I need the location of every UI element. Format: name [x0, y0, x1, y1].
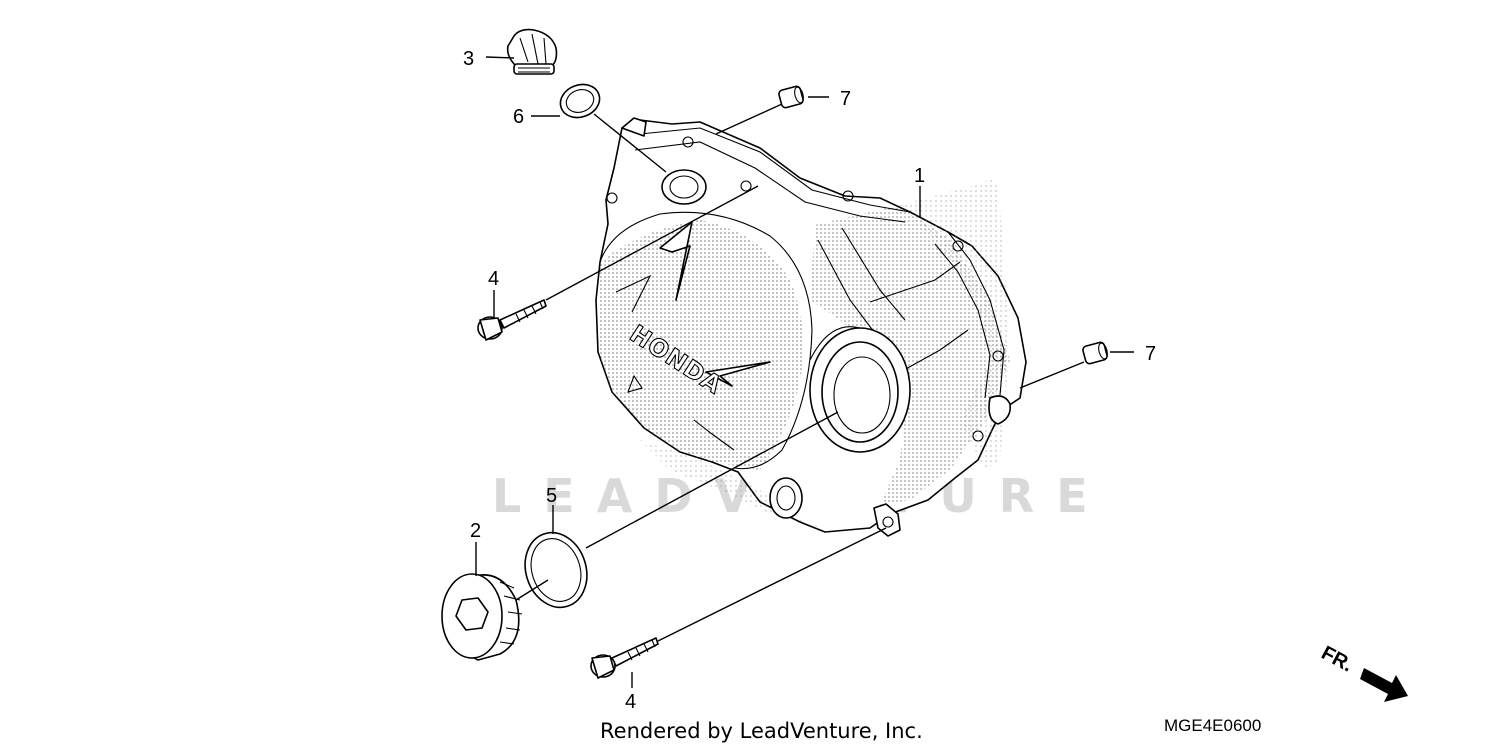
o-ring-large [524, 531, 588, 609]
callout-5: 5 [546, 485, 557, 507]
callout-1: 1 [914, 165, 925, 187]
front-label: FR. [1318, 642, 1357, 677]
callout-4-top: 4 [488, 268, 499, 290]
oil-filler-cap [506, 28, 558, 75]
flange-bolt-bottom [590, 637, 659, 679]
o-ring-small [559, 83, 601, 119]
callout-7-right: 7 [1145, 343, 1156, 365]
footer-credit: Rendered by LeadVenture, Inc. [600, 719, 923, 743]
crankcase-cover: HONDA [595, 117, 1027, 537]
flange-bolt-top [477, 299, 547, 341]
callout-2: 2 [470, 520, 481, 542]
callout-7-top: 7 [840, 88, 851, 110]
front-arrow-icon [1360, 668, 1408, 702]
callout-3: 3 [463, 48, 474, 70]
callout-4-bottom: 4 [625, 691, 636, 713]
diagram-code: MGE4E0600 [1164, 716, 1261, 735]
callout-6: 6 [513, 106, 524, 128]
crankshaft-hole-cap [441, 573, 523, 661]
front-direction-indicator: FR. [1318, 642, 1408, 702]
dowel-pin-right [1082, 341, 1108, 365]
leader-lines [475, 56, 1134, 688]
dowel-pin-top [778, 85, 804, 109]
